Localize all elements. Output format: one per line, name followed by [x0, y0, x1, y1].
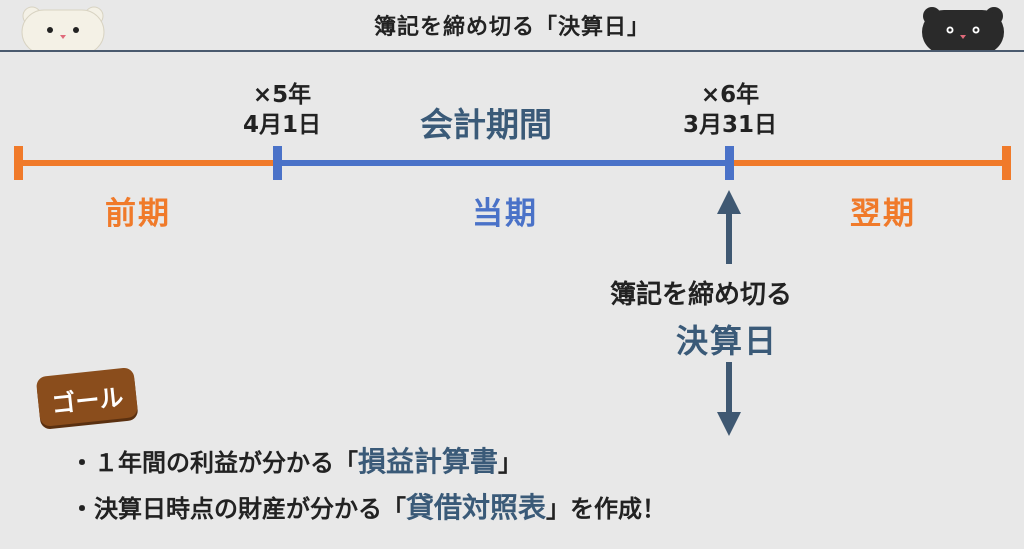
timeline-start-tick [14, 146, 23, 180]
down-arrow-icon [717, 362, 741, 436]
goal-item1-prefix: １年間の利益が分かる「 [94, 449, 358, 477]
end-date-year: ×6年 [700, 82, 760, 108]
end-date-day: 3月31日 [682, 112, 777, 138]
goal-badge-text: ゴール [50, 383, 125, 419]
goal-item1-suffix: 」 [498, 449, 523, 477]
period-end-tick [725, 146, 734, 180]
goal-item2-prefix: 決算日時点の財産が分かる「 [94, 495, 406, 523]
end-date: ×6年 3月31日 [670, 80, 790, 140]
closing-note: 簿記を締め切る [610, 280, 793, 310]
timeline-end-tick [1002, 146, 1011, 180]
previous-period-label: 前期 [105, 196, 171, 232]
start-date: ×5年 4月1日 [222, 80, 342, 140]
goal-item2-suffix: 」を作成！ [546, 495, 667, 523]
balance-sheet-highlight: 貸借対照表 [406, 491, 547, 524]
bullet: ・ [70, 495, 94, 523]
bullet: ・ [70, 449, 94, 477]
header: 簿記を締め切る「決算日」 [0, 0, 1024, 52]
goal-item-balance-sheet: ・決算日時点の財産が分かる「貸借対照表」を作成！ [70, 486, 666, 526]
white-bear-icon [21, 6, 105, 50]
period-start-tick [273, 146, 282, 180]
header-title: 簿記を締め切る「決算日」 [373, 15, 650, 40]
start-date-day: 4月1日 [242, 112, 321, 138]
closing-date-label: 決算日 [676, 322, 779, 360]
up-arrow-icon [717, 190, 741, 264]
accounting-period-title: 会計期間 [420, 105, 552, 144]
income-statement-highlight: 損益計算書 [358, 445, 499, 478]
goal-item-income-statement: ・１年間の利益が分かる「損益計算書」 [70, 440, 522, 480]
black-bear-icon [922, 7, 1004, 50]
current-period-label: 当期 [472, 196, 538, 232]
next-period-label: 翌期 [850, 196, 916, 232]
goal-badge: ゴール [35, 367, 139, 427]
start-date-year: ×5年 [252, 82, 312, 108]
